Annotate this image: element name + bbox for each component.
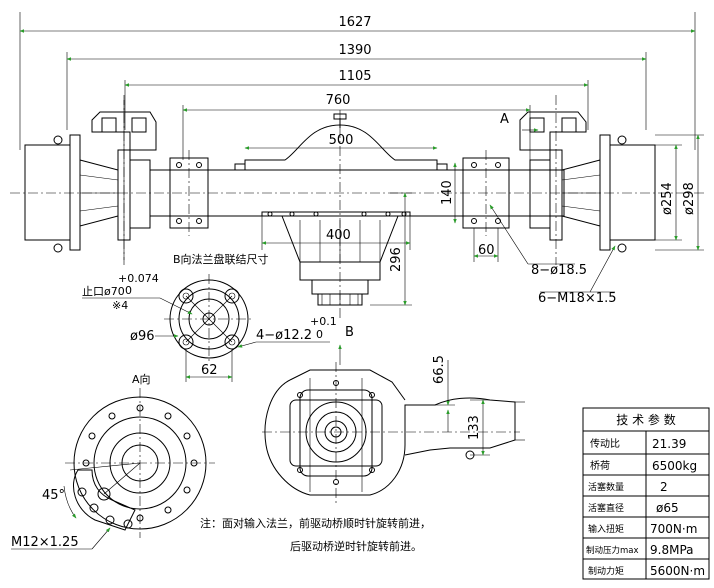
flange-title: B向法兰盘联结尺寸 (173, 252, 269, 266)
dim-flange-62: 62 (201, 363, 218, 378)
dim-1390: 1390 (338, 43, 371, 58)
dim-flange-holes: 4−ø12.2 (256, 328, 312, 343)
pilot-label: 止口ø70 (82, 285, 125, 298)
flange-tol: +0.1 (310, 315, 337, 328)
dim-8-holes: 8−ø18.5 (531, 263, 587, 278)
dim-298: ø298 (682, 182, 697, 215)
dim-254: ø254 (660, 182, 675, 215)
dim-side-133: 133 (467, 415, 482, 440)
dim-500: 500 (329, 133, 354, 148)
note-block: 注：面对输入法兰，前驱动桥顺时针旋转前进， 后驱动桥逆时针旋转前进。 (200, 516, 431, 553)
spec-val-4: 700N·m (650, 522, 697, 536)
view-a-label: A向 (132, 372, 151, 386)
spec-val-5: 9.8MPa (650, 543, 694, 557)
spec-key-2: 活塞数量 (588, 481, 624, 493)
dim-6-threads: 6−M18×1.5 (538, 291, 617, 306)
dim-296: 296 (389, 247, 404, 272)
dim-1627: 1627 (338, 15, 371, 30)
arrow-a-label: A (500, 112, 509, 127)
dim-thread-m12: M12×1.25 (11, 535, 79, 550)
flange-tol-zero: 0 (316, 328, 323, 341)
dim-1105: 1105 (338, 69, 371, 84)
spec-key-6: 制动力矩 (588, 565, 624, 577)
spec-key-4: 输入扭矩 (588, 523, 624, 535)
spec-key-5: 制动压力max (586, 545, 639, 556)
dim-140: 140 (440, 180, 455, 205)
spec-key-0: 传动比 (590, 438, 620, 450)
view-b-label: B (345, 325, 354, 340)
top-dimension-chains: 1627 1390 1105 760 500 (19, 12, 696, 160)
dim-side-66-5: 66.5 (432, 355, 447, 384)
spec-title: 技 术 参 数 (616, 412, 675, 427)
spec-table: 技 术 参 数 传动比 21.39 桥荷 6500kg 活塞数量 2 活塞直径 … (582, 407, 710, 580)
dim-60: 60 (478, 243, 495, 258)
axle-front-view: A ø254 ø298 140 60 8−ø18.5 6−M18×1.5 400 (10, 95, 705, 320)
spec-val-1: 6500kg (652, 459, 697, 473)
note-line-1: 注：面对输入法兰，前驱动桥顺时针旋转前进， (200, 516, 431, 530)
dim-flange-96: ø96 (130, 329, 155, 344)
note-line-2: 后驱动桥逆时针旋转前进。 (290, 539, 422, 553)
hub-a-view: A向 45° M12×1.25 (11, 372, 215, 550)
spec-key-1: 桥荷 (590, 460, 610, 472)
pilot-tol-zero: 0 (125, 284, 132, 297)
pilot-tol: +0.074 (118, 272, 159, 285)
dim-angle-45: 45° (42, 488, 65, 503)
spec-val-2: 2 (660, 480, 668, 494)
dim-760: 760 (326, 93, 351, 108)
spec-val-0: 21.39 (652, 437, 686, 451)
dim-400: 400 (326, 228, 351, 243)
flange-b-view: B向法兰盘联结尺寸 止口ø70 +0.074 0 ※4 ø96 4−ø12.2 … (82, 252, 337, 382)
pilot-tol-star: ※4 (112, 299, 128, 312)
spec-val-6: 5600N·m (650, 564, 705, 578)
spec-key-3: 活塞直径 (588, 502, 624, 514)
spec-val-3: ø65 (656, 501, 679, 515)
carrier-side-view: B 66.5 133 (262, 325, 525, 505)
